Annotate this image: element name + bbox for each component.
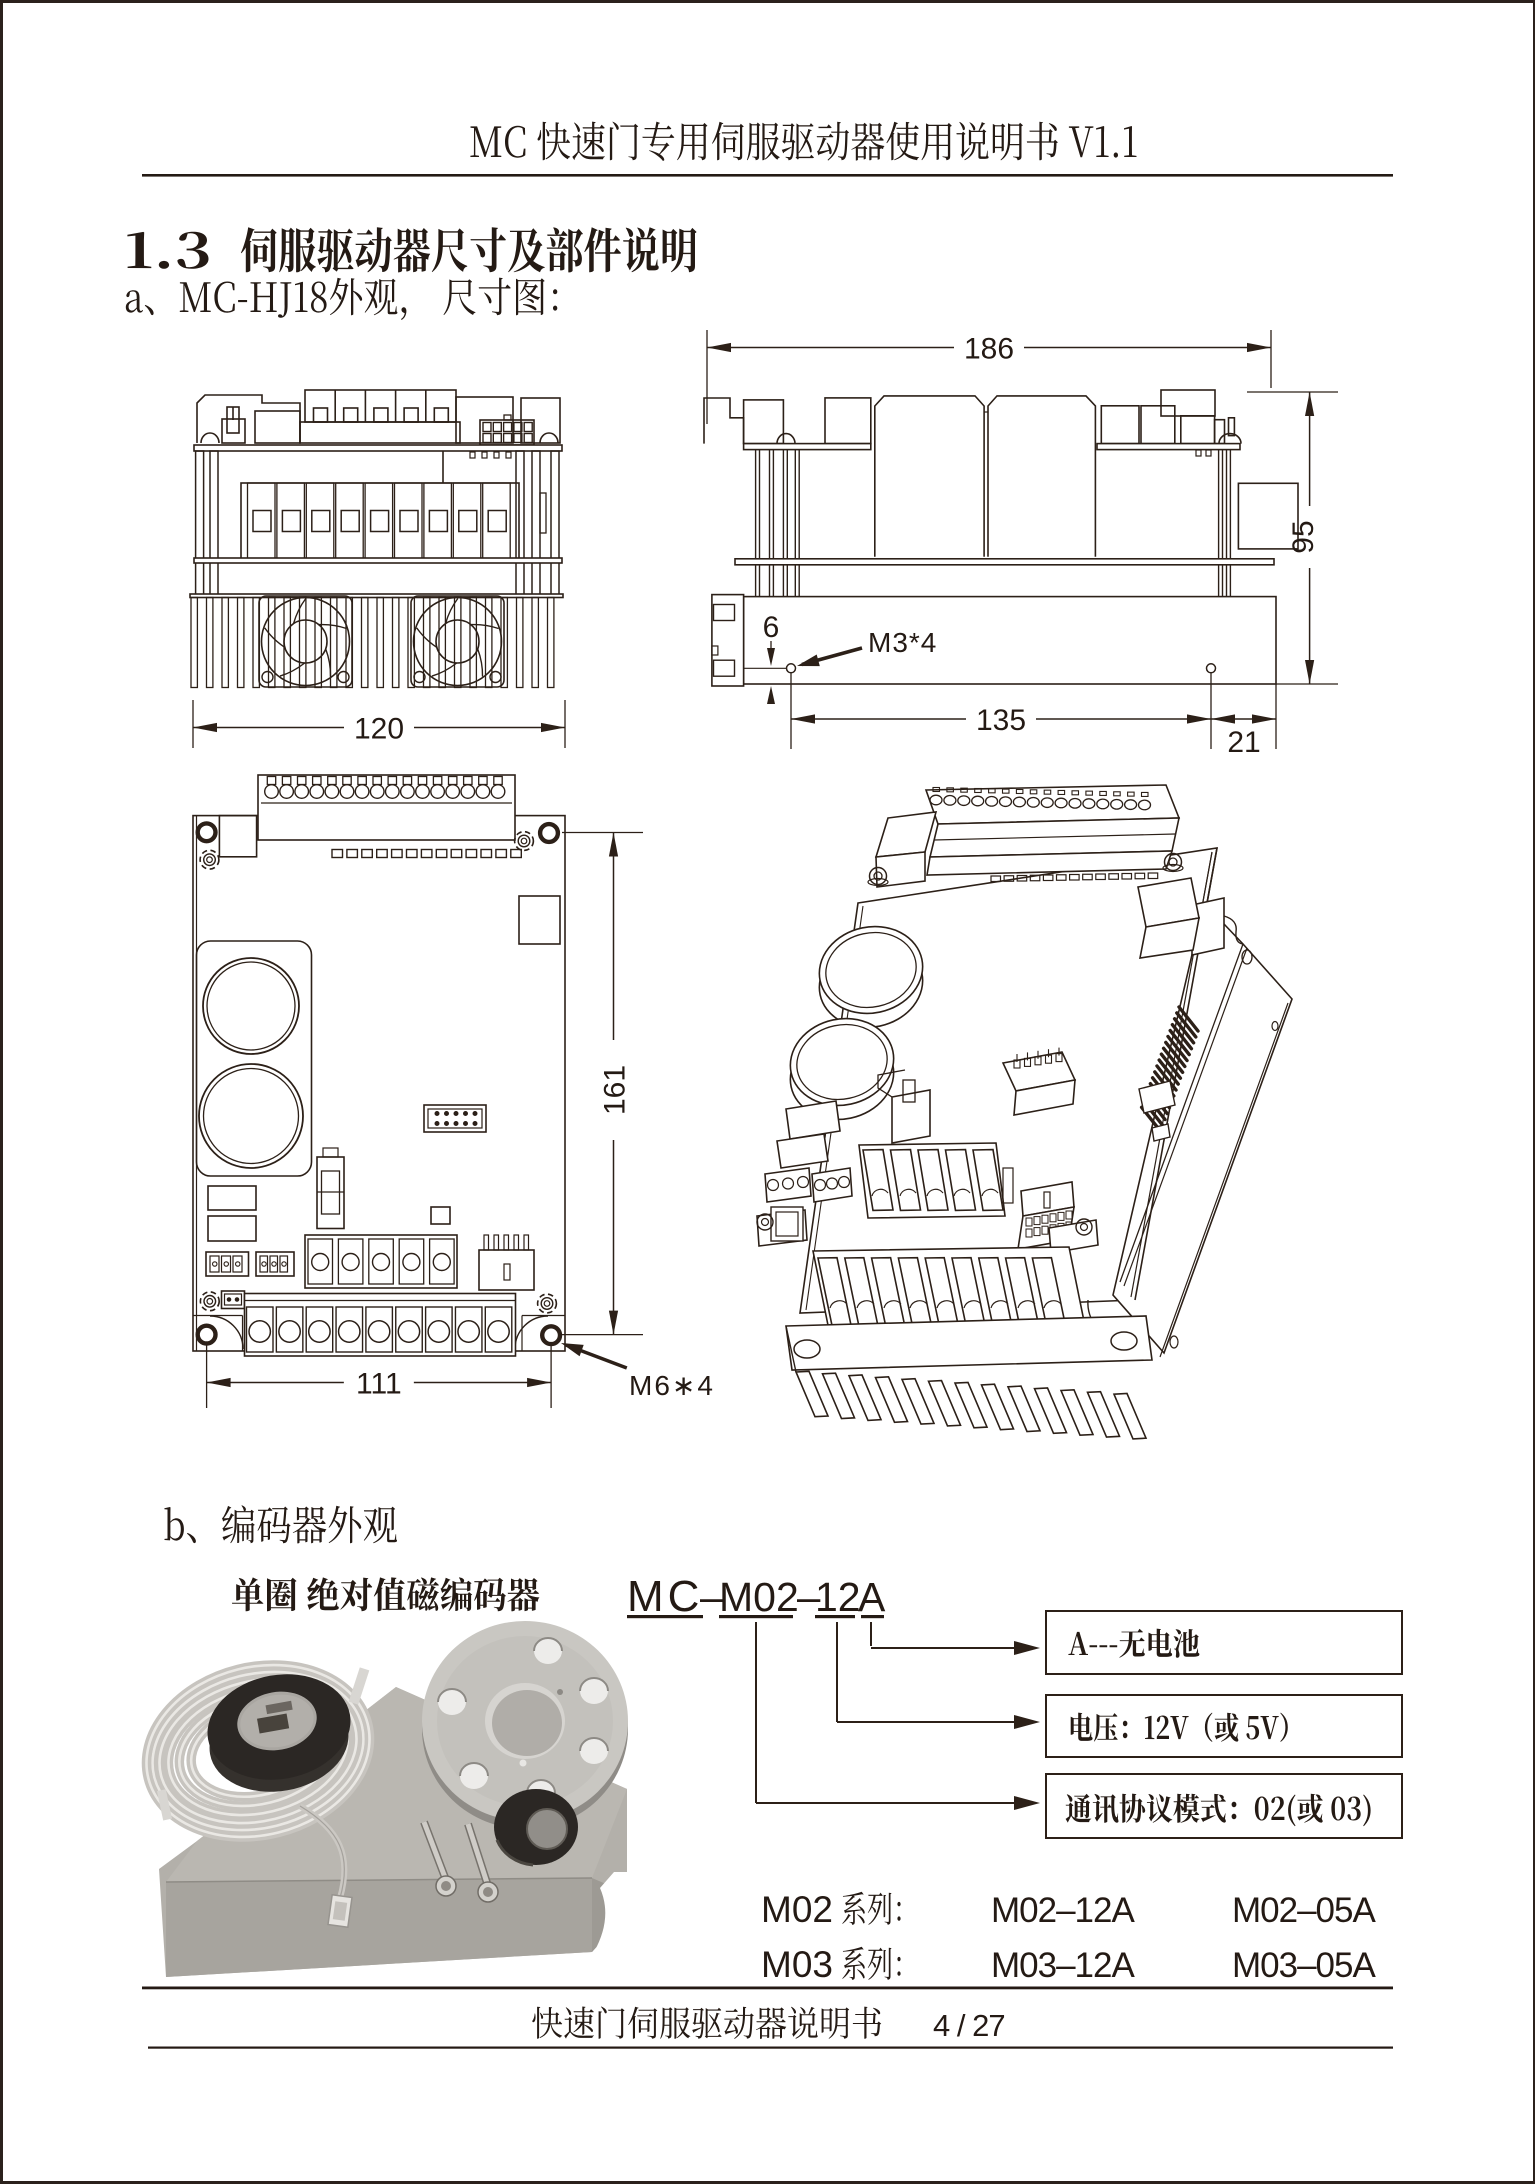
svg-text:M6∗4: M6∗4 xyxy=(629,1370,715,1401)
svg-text:6: 6 xyxy=(763,611,780,644)
svg-text:186: 186 xyxy=(964,332,1014,365)
svg-text:MC: MC xyxy=(627,1572,703,1621)
svg-text:M03–12A: M03–12A xyxy=(991,1946,1135,1985)
svg-text:M3*4: M3*4 xyxy=(868,627,937,658)
svg-text:135: 135 xyxy=(976,704,1026,737)
svg-text:A: A xyxy=(858,1574,886,1620)
svg-text:12: 12 xyxy=(815,1574,861,1620)
svg-text:M03: M03 xyxy=(761,1944,833,1985)
svg-text:161: 161 xyxy=(599,1065,632,1115)
svg-text:120: 120 xyxy=(354,712,404,745)
svg-text:95: 95 xyxy=(1287,520,1320,553)
svg-text:21: 21 xyxy=(1227,726,1260,759)
svg-text:–: – xyxy=(797,1573,821,1620)
svg-text:M03–05A: M03–05A xyxy=(1232,1946,1376,1985)
svg-text:M02–05A: M02–05A xyxy=(1232,1891,1376,1930)
svg-text:111: 111 xyxy=(356,1367,402,1400)
svg-text:M02–12A: M02–12A xyxy=(991,1891,1135,1930)
svg-text:–: – xyxy=(700,1573,724,1620)
svg-text:M02: M02 xyxy=(719,1574,799,1620)
svg-text:M02: M02 xyxy=(761,1889,833,1930)
svg-text:4 / 27: 4 / 27 xyxy=(933,2008,1005,2043)
